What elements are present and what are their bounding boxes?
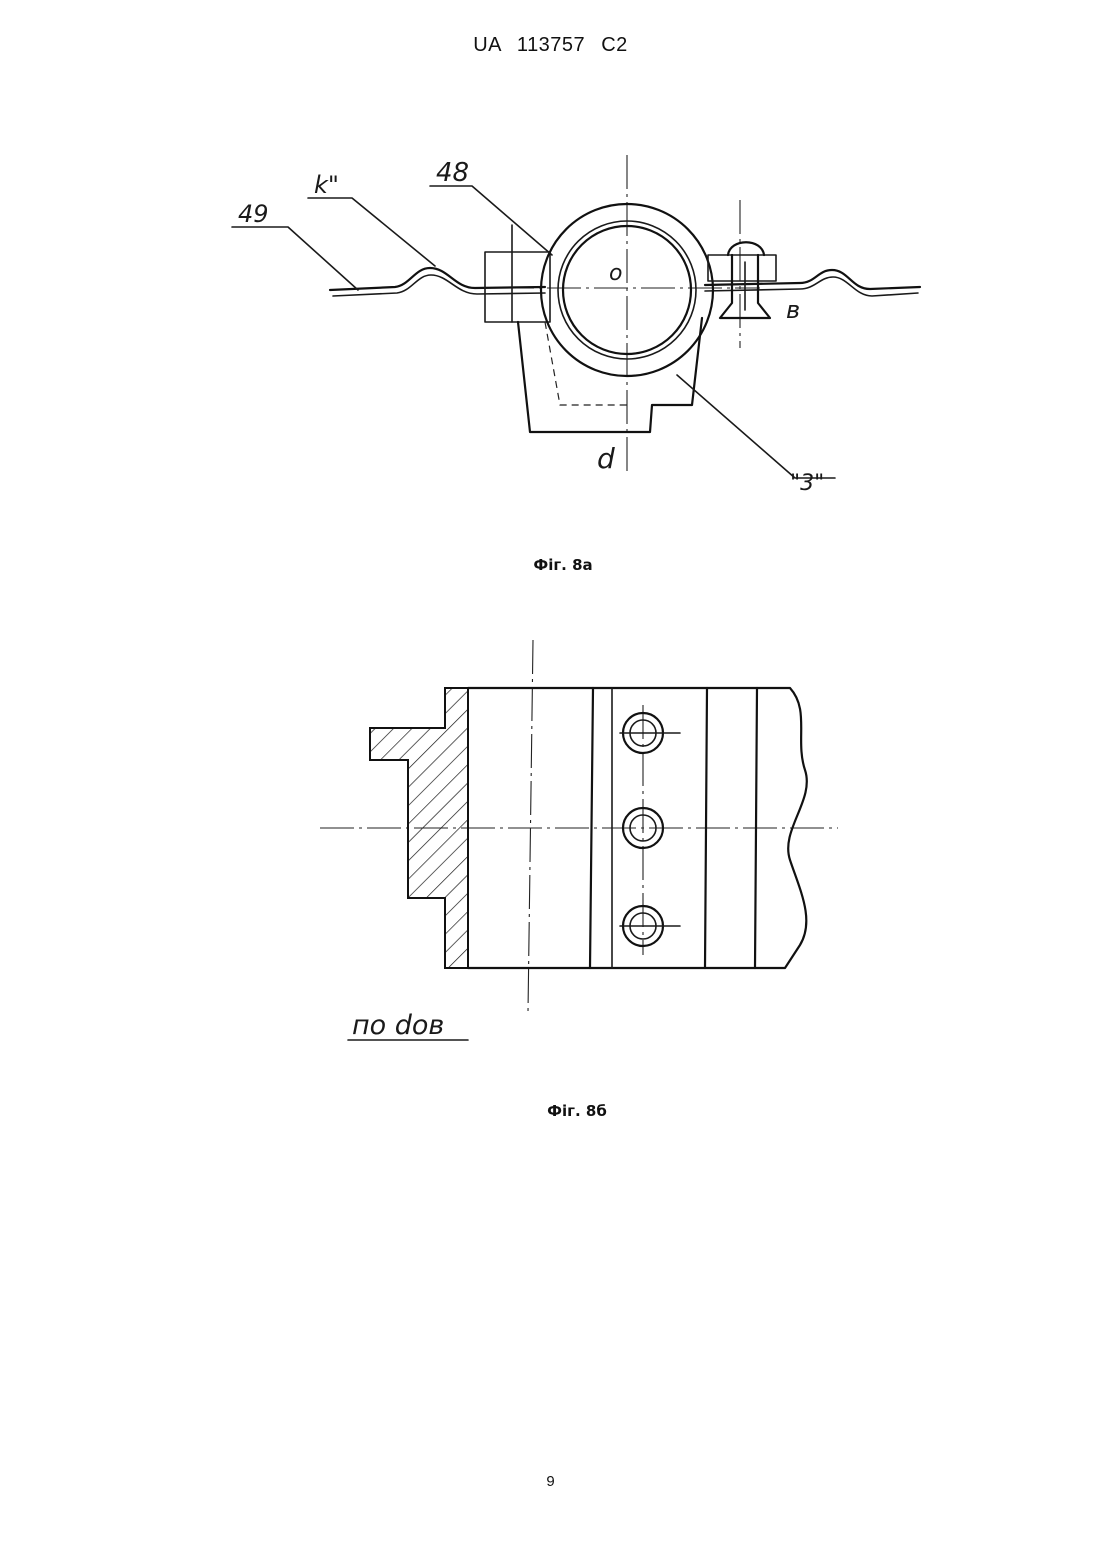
groove-3 xyxy=(705,688,707,968)
groove-1 xyxy=(590,688,593,968)
bolt-head xyxy=(728,242,764,255)
hole-top xyxy=(620,713,680,753)
leader-48 xyxy=(430,186,552,255)
housing-hidden-contour xyxy=(545,322,627,405)
right-clamp-block xyxy=(708,255,776,281)
figure-8b-caption: Фіг. 8б xyxy=(427,1102,727,1120)
label-d: d xyxy=(597,442,615,475)
leader-3 xyxy=(677,375,835,478)
leader-49 xyxy=(232,227,358,290)
figure-8a-caption: Фіг. 8а xyxy=(413,556,713,574)
label-3: "3" xyxy=(790,471,824,496)
page-number: 9 xyxy=(0,1473,1101,1490)
patent-header: UA 113757 C2 xyxy=(0,34,1101,57)
left-cable-lower xyxy=(333,275,545,296)
label-48: 48 xyxy=(436,158,469,188)
label-v: в xyxy=(786,296,800,324)
leader-k xyxy=(308,198,435,266)
figure-8b-drawing: по dов xyxy=(0,630,1101,1050)
groove-4 xyxy=(755,688,757,968)
label-k: k" xyxy=(314,171,339,199)
label-o: o xyxy=(609,261,622,286)
hole-bottom xyxy=(620,906,680,946)
figure-8a-drawing: 49 k" 48 o в d "3" xyxy=(0,140,1101,520)
label-49: 49 xyxy=(238,200,269,228)
vertical-axis-left xyxy=(528,640,533,1012)
note-po-dov: по dов xyxy=(352,1010,444,1041)
